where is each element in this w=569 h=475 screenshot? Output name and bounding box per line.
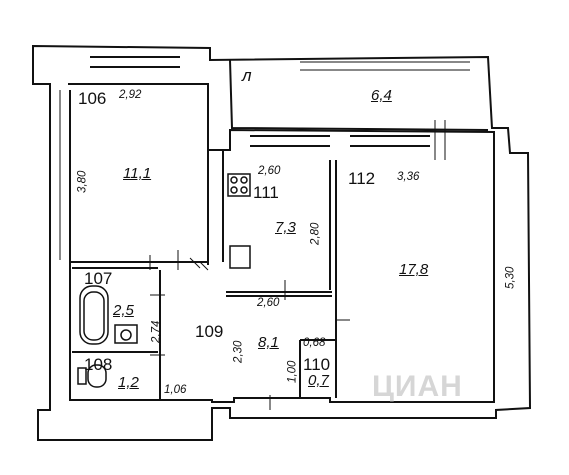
kitchen-sink-icon [229, 245, 251, 269]
room-107-area: 2,5 [113, 302, 134, 319]
room-112-height: 5,30 [504, 266, 517, 289]
stove-icon [227, 173, 251, 197]
outer-wall [32, 44, 532, 441]
room-106-area: 11,1 [123, 165, 152, 182]
balcony-outline [229, 59, 489, 131]
room-108-number: 108 [84, 355, 113, 374]
room-107-number: 107 [84, 269, 113, 288]
room-112-width: 3,36 [397, 171, 420, 183]
room-112-number: 112 [348, 169, 376, 188]
room-111-number: 111 [253, 183, 279, 202]
bathtub-icon [79, 285, 109, 345]
room-109-dim-b: 2,30 [232, 340, 245, 363]
room-112-area: 17,8 [399, 261, 429, 278]
washbasin-icon [114, 324, 138, 344]
room-106-height: 3,80 [76, 170, 89, 193]
room-111-height: 2,80 [309, 222, 322, 245]
room-111-area: 7,3 [275, 219, 296, 236]
room-110-area: 0,7 [308, 372, 329, 389]
room-111-width: 2,60 [258, 165, 281, 177]
balcony-area: 6,4 [371, 87, 392, 104]
watermark: ЦИАН [372, 370, 463, 403]
room-110-number: 110 [303, 355, 331, 374]
room-110-width: 0,68 [303, 337, 326, 349]
room-106-width: 2,92 [119, 89, 142, 101]
room-106-number: 106 [78, 89, 107, 108]
room-109-dim-c: 1,06 [164, 384, 187, 396]
room-109-number: 109 [195, 322, 224, 341]
room-108-area: 1,2 [118, 374, 139, 391]
room-109-dim-a: 2,74 [150, 320, 163, 343]
inner-wall-line [68, 83, 495, 403]
balcony-mark: л [242, 66, 252, 85]
room-109-area: 8,1 [258, 334, 279, 351]
room-111-bottom-width: 2,60 [257, 297, 280, 309]
room-110-height: 1,00 [286, 360, 299, 383]
toilet-icon [87, 364, 107, 388]
